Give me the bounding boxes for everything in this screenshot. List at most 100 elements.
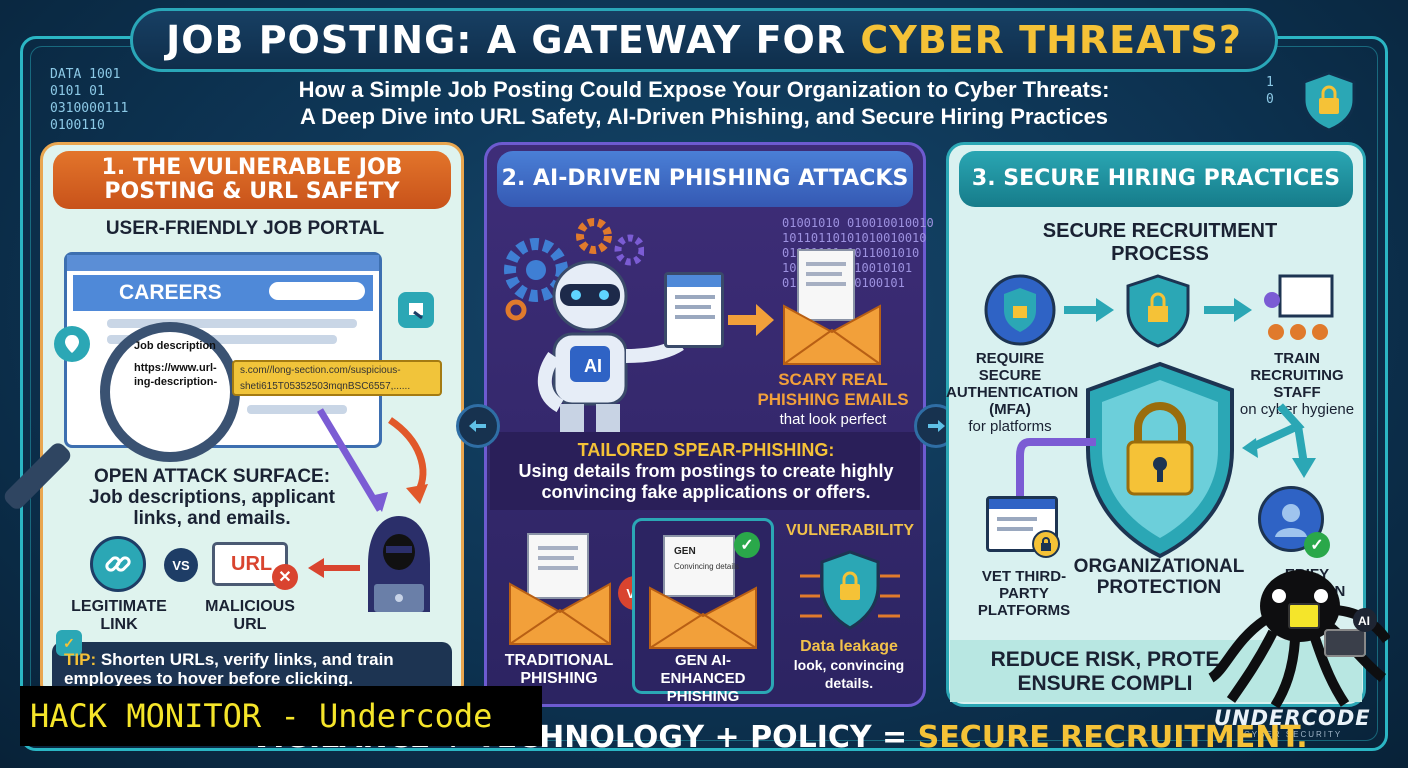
scary-line-1: SCARY REAL <box>778 370 888 389</box>
scary-line-2: PHISHING EMAILS <box>757 390 909 409</box>
reduce-risk: REDUCE RISK, PROTE ENSURE COMPLI <box>980 648 1230 696</box>
code-decoration-right: 1 0 <box>1266 74 1274 108</box>
gen-doc-sub: Convincing details <box>674 562 739 571</box>
user-verify-icon <box>1258 486 1324 552</box>
undercode-logo-sub: CYBER SECURITY <box>1244 730 1343 739</box>
link-icon <box>90 536 146 592</box>
attack-title: OPEN ATTACK SURFACE: <box>93 466 331 487</box>
browser-titlebar <box>67 255 379 271</box>
formula-highlight: SECURE RECRUITMENT. <box>917 720 1308 755</box>
spear-phishing: TAILORED SPEAR-PHISHING: Using details f… <box>496 440 916 503</box>
portal-label: USER-FRIENDLY JOB PORTAL <box>105 218 385 239</box>
vet-label: VET THIRD-PARTY PLATFORMS <box>977 568 1071 619</box>
vuln-line-2: look, convincing details. <box>793 657 905 691</box>
arrow-right-icon <box>928 420 945 432</box>
gen-ai-phishing-label: GEN AI-ENHANCED PHISHING <box>660 652 746 705</box>
code-decoration-left: DATA 1001 0101 01 0310000111 0100110 <box>50 66 128 134</box>
arrow-left-icon <box>469 420 486 432</box>
page-title: JOB POSTING: A GATEWAY FOR CYBER THREATS… <box>166 18 1242 62</box>
connector-purple-icon <box>1016 438 1096 502</box>
hacker-icon <box>360 512 438 617</box>
tip-label: TIP: <box>64 650 97 669</box>
binary-line: 01001010 010010010010 <box>782 216 934 230</box>
subtitle-line-2: A Deep Dive into URL Safety, AI-Driven P… <box>299 104 1109 129</box>
panel1-heading: 1. THE VULNERABLE JOB POSTING & URL SAFE… <box>53 151 451 209</box>
undercode-octopus-logo <box>1205 560 1391 715</box>
lock-icon <box>1032 530 1060 558</box>
phishing-email-icon <box>782 246 882 371</box>
search-input[interactable] <box>269 282 365 300</box>
vet-platform-icon <box>986 496 1058 552</box>
content-line <box>107 335 337 344</box>
vulnerability-shield-icon <box>800 546 900 641</box>
strip-line-1: s.com//long-section.com/suspicious- <box>240 365 401 376</box>
attack-description: Job descriptions, applicant links, and e… <box>89 487 335 529</box>
ai-badge: AI <box>584 356 602 376</box>
octopus-ai-tag: AI <box>1358 614 1370 628</box>
arrow-left-icon <box>308 558 360 578</box>
magnifier-label: Job description <box>134 340 216 352</box>
panel3-heading: 3. SECURE HIRING PRACTICES <box>959 151 1353 207</box>
train-sub: on cyber hygiene <box>1239 401 1355 418</box>
hack-monitor-banner: HACK MONITOR - Undercode <box>20 686 542 746</box>
traditional-email-icon <box>508 530 612 653</box>
suspicious-url-strip: s.com//long-section.com/suspicious- shet… <box>232 360 442 396</box>
code-line: 0100110 <box>50 118 105 133</box>
attack-arrows-icon <box>316 408 428 512</box>
spear-phishing-box <box>490 432 920 510</box>
scary-sub: that look perfect <box>779 411 887 428</box>
binary-line: 10110110101010010010 <box>782 231 927 245</box>
train-title: TRAIN RECRUITING STAFF <box>1250 350 1344 401</box>
document-icon <box>664 272 724 348</box>
prev-arrow-button[interactable] <box>456 404 500 448</box>
gears-icon <box>504 218 644 321</box>
process-flow <box>980 270 1360 355</box>
process-title: SECURE RECRUITMENT PROCESS <box>1042 220 1278 265</box>
reduce-line-2: ENSURE COMPLI <box>1017 672 1193 695</box>
vuln-line-1: Data leakage <box>800 638 898 655</box>
legitimate-link-label: LEGITIMATE LINK <box>71 598 167 633</box>
edit-document-icon <box>398 292 434 328</box>
error-x-icon: ✕ <box>272 564 298 590</box>
vulnerability-title: VULNERABILITY <box>786 522 914 539</box>
title-main: JOB POSTING: A GATEWAY FOR <box>166 18 861 62</box>
gen-ai-email-icon <box>648 532 758 657</box>
org-protection-label: ORGANIZATIONAL PROTECTION <box>1073 556 1245 598</box>
malicious-url-label: MALICIOUS URL <box>205 598 295 633</box>
organizational-shield-icon <box>1080 360 1240 565</box>
vs-badge: VS <box>164 548 198 582</box>
undercode-logo-text: UNDERCODE <box>1214 706 1371 730</box>
magnifier-url-2: ing-description- <box>134 376 218 388</box>
connector-teal-icon <box>1242 403 1316 478</box>
code-line: 1 <box>1266 75 1274 90</box>
scary-phishing-label: SCARY REAL PHISHING EMAILS that look per… <box>748 370 918 430</box>
traditional-phishing-label: TRADITIONAL PHISHING <box>504 652 614 687</box>
lightbulb-icon: ✓ <box>56 630 82 656</box>
location-icon <box>54 326 90 362</box>
mfa-step: REQUIRE SECURE AUTHENTICATION (MFA) for … <box>946 350 1079 435</box>
arrow-right-icon <box>728 304 774 336</box>
code-line: 0101 01 <box>50 84 105 99</box>
page-subtitle: How a Simple Job Posting Could Expose Yo… <box>200 76 1208 130</box>
ai-robot-icon <box>520 256 690 441</box>
train-step: TRAIN RECRUITING STAFF on cyber hygiene <box>1234 350 1360 418</box>
check-icon: ✓ <box>1304 532 1330 558</box>
gen-doc-title: GEN <box>674 546 696 557</box>
content-line <box>247 405 347 414</box>
tip-body: Shorten URLs, verify links, and train em… <box>64 650 394 688</box>
magnifier-url-1: https://www.url- <box>134 362 217 374</box>
reduce-line-1: REDUCE RISK, PROTE <box>990 648 1220 671</box>
content-line <box>107 319 357 328</box>
code-line: 0310000111 <box>50 101 129 116</box>
mfa-sub: for platforms <box>968 418 1052 435</box>
strip-line-2: sheti615T05352503mqnBSC6557,...... <box>240 381 411 392</box>
title-highlight: CYBER THREATS? <box>860 18 1242 62</box>
attack-surface: OPEN ATTACK SURFACE: Job descriptions, a… <box>66 466 358 529</box>
spear-description: Using details from postings to create hi… <box>518 461 894 502</box>
code-line: DATA 1001 <box>50 67 121 82</box>
code-line: 0 <box>1266 92 1274 107</box>
mfa-title: REQUIRE SECURE AUTHENTICATION (MFA) <box>946 350 1079 418</box>
url-text: URL <box>231 553 273 575</box>
panel2-heading: 2. AI-DRIVEN PHISHING ATTACKS <box>497 151 913 207</box>
title-banner: JOB POSTING: A GATEWAY FOR CYBER THREATS… <box>130 8 1278 72</box>
